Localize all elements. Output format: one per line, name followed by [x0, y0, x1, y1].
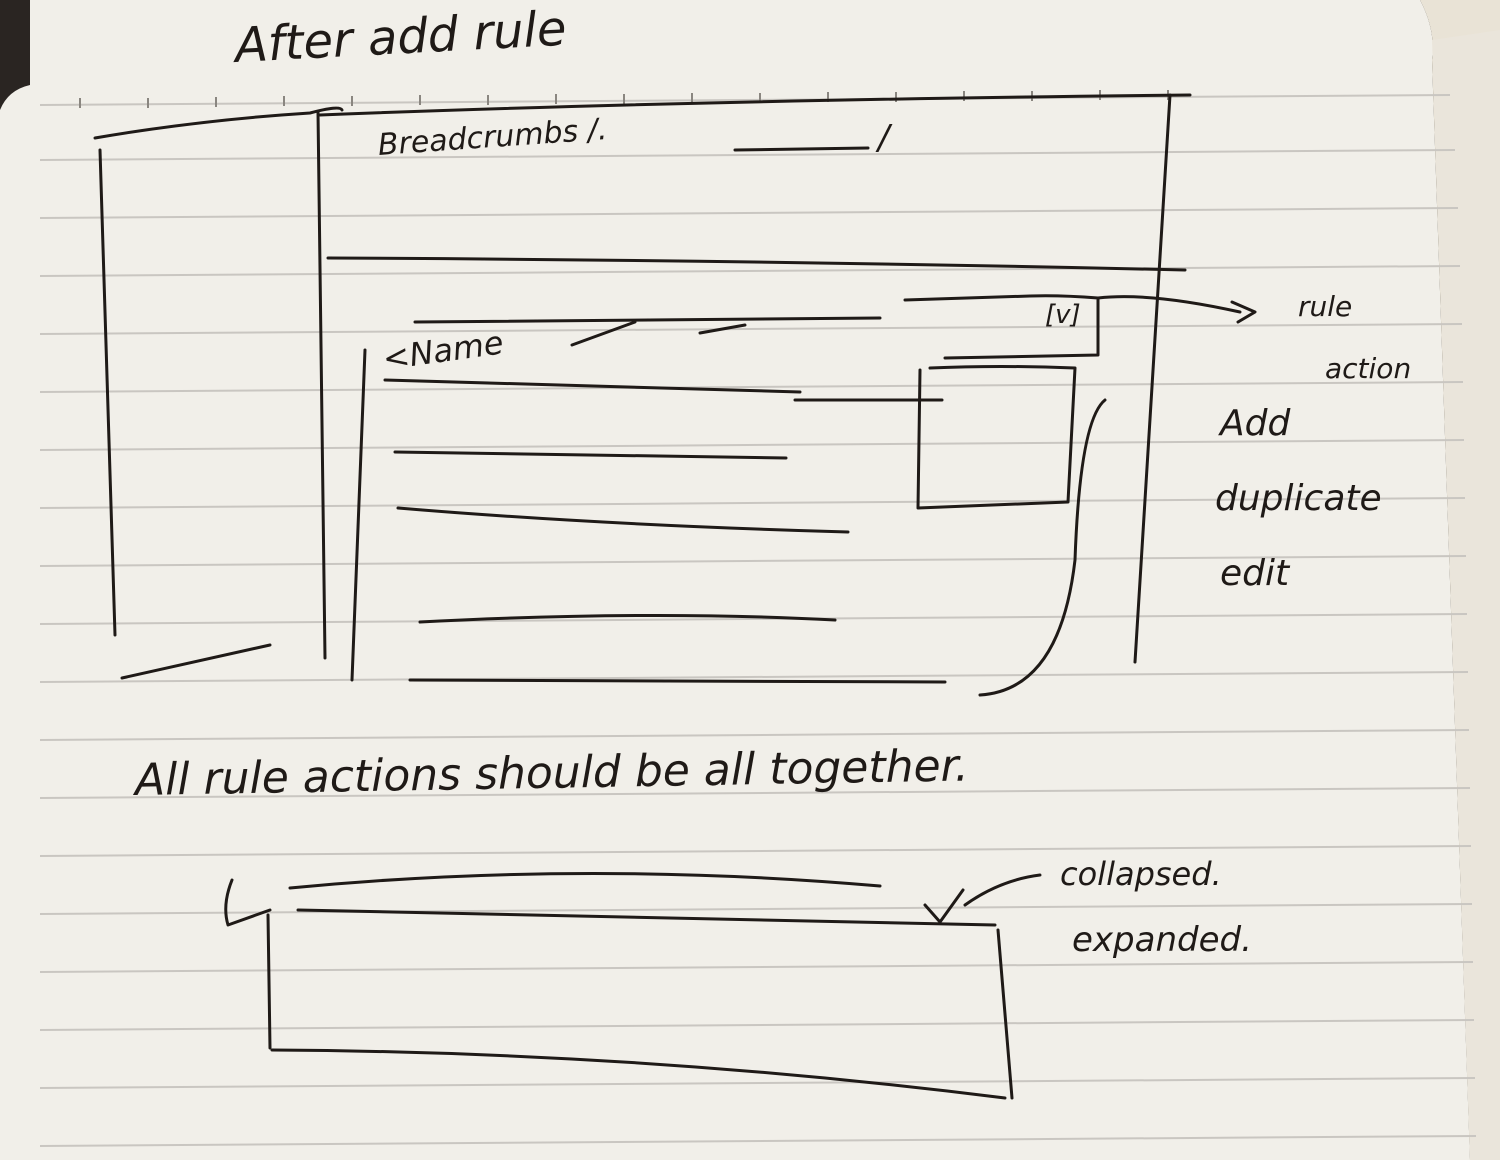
list-header-scribble [570, 320, 637, 347]
callout-rule: rule [1298, 290, 1353, 323]
expanded-left-edge [266, 913, 272, 1050]
list-row-5 [408, 678, 947, 684]
sketch-wireframe [93, 93, 1257, 1100]
collapse-hook [224, 878, 272, 927]
sidebar-right-edge [316, 110, 327, 660]
action-add: Add [1220, 403, 1291, 444]
rule-action-arrowhead [1230, 300, 1257, 324]
list-row-1 [383, 378, 802, 394]
list-row-3 [396, 506, 850, 534]
chevron-check-mark [923, 888, 965, 924]
list-row-2 [393, 450, 788, 460]
breadcrumb-slot-line [733, 146, 870, 152]
state-expanded: expanded. [1072, 920, 1252, 960]
sidebar-top-edge [93, 106, 344, 140]
list-header-line [413, 316, 882, 324]
state-collapsed: collapsed. [1060, 855, 1222, 893]
sidebar-left-edge [98, 148, 117, 637]
breadcrumbs-trail: / [878, 118, 890, 158]
ruled-lines [39, 94, 1477, 1147]
states-arrow [963, 873, 1042, 907]
expanded-right-edge [996, 928, 1014, 1100]
action-edit: edit [1220, 553, 1290, 594]
content-right-edge [1133, 93, 1172, 664]
page-top-border [318, 93, 1192, 117]
list-left-edge [350, 348, 367, 682]
sidebar-bottom-edge [120, 643, 272, 680]
dropdown-menu-box [916, 365, 1077, 510]
list-row-4 [418, 613, 837, 624]
header-divider [326, 256, 1187, 272]
action-duplicate: duplicate [1215, 478, 1382, 519]
callout-action: action [1325, 352, 1412, 385]
dropdown-bracket [978, 398, 1107, 697]
collapsed-row [288, 871, 882, 890]
dropdown-toggle-label: [v] [1045, 300, 1081, 330]
expanded-bottom-edge [270, 1048, 1007, 1100]
notebook-next-page [1432, 30, 1500, 1160]
rule-action-arrow [1096, 295, 1242, 314]
expanded-row-top [296, 908, 997, 927]
list-header-dash [698, 323, 747, 335]
